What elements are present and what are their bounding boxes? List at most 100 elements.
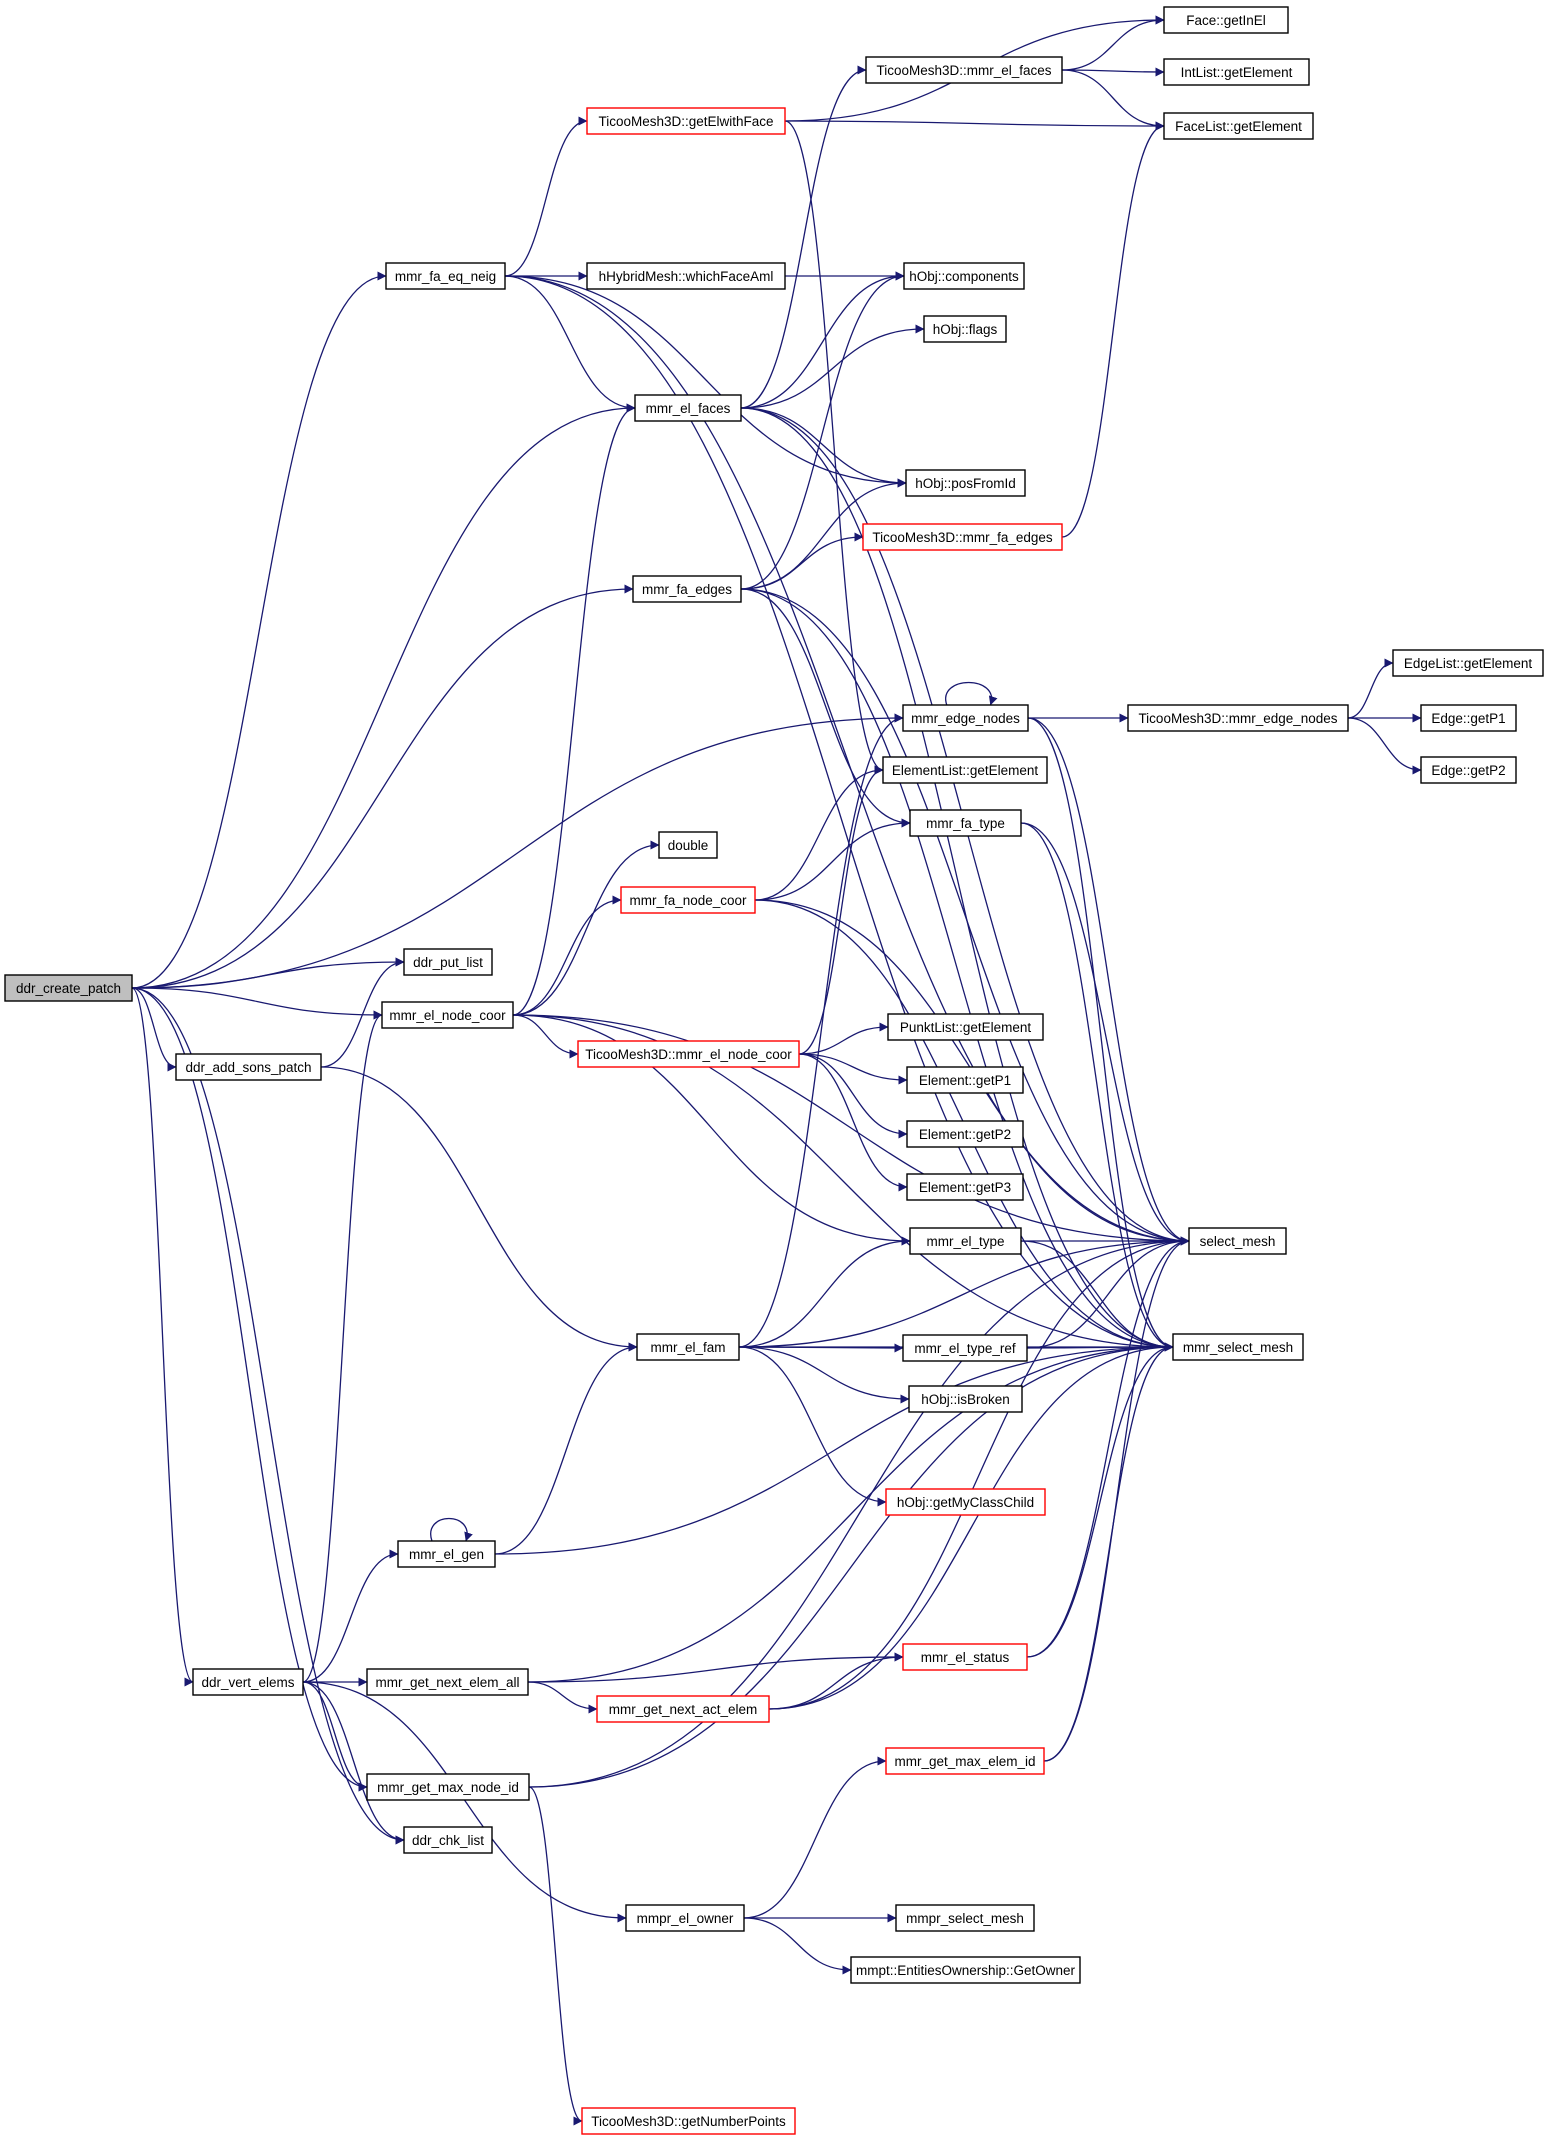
edges-layer [131,15,1422,2126]
node-ddr_add_sons_patch[interactable]: ddr_add_sons_patch [175,1053,322,1081]
edge-ddr_create_patch-to-ddr_add_sons_patch [131,987,177,1072]
node-label: mmr_select_mesh [1183,1340,1293,1355]
node-hObj_flags[interactable]: hObj::flags [923,315,1007,343]
node-box [1163,6,1289,34]
edge-ddr_create_patch-to-ddr_chk_list [131,987,405,1845]
edge-mmr_el_faces-to-hObj_components [740,271,905,409]
node-mmr_el_status[interactable]: mmr_el_status [902,1643,1028,1671]
node-label: mmr_el_fam [650,1340,725,1355]
node-hObj_posFromId[interactable]: hObj::posFromId [905,469,1026,497]
node-mmr_fa_node_coor[interactable]: mmr_fa_node_coor [620,886,756,914]
edge-ticoo_mmr_el_node_coor-to-Element_getP1 [798,1053,908,1085]
node-mmr_get_next_elem_all[interactable]: mmr_get_next_elem_all [366,1668,529,1696]
node-mmr_select_mesh[interactable]: mmr_select_mesh [1172,1333,1304,1361]
node-ticoo_getNumberPoints[interactable]: TicooMesh3D::getNumberPoints [581,2107,796,2135]
node-box [1127,704,1349,732]
node-Element_getP1[interactable]: Element::getP1 [906,1066,1024,1094]
edge-mmr_el_faces-to-hObj_posFromId [740,407,907,488]
node-mmpr_el_owner[interactable]: mmpr_el_owner [625,1904,745,1932]
edge-mmr_fa_type-to-select_mesh [1020,822,1190,1246]
node-label: mmr_get_next_act_elem [609,1702,758,1717]
node-ddr_put_list[interactable]: ddr_put_list [403,948,493,976]
node-Element_getP3[interactable]: Element::getP3 [906,1173,1024,1201]
node-ticoo_mmr_edge_nodes[interactable]: TicooMesh3D::mmr_edge_nodes [1127,704,1349,732]
node-label: hObj::flags [933,322,998,337]
node-label: ddr_create_patch [16,981,121,996]
node-mmr_el_type_ref[interactable]: mmr_el_type_ref [902,1334,1028,1362]
node-double[interactable]: double [658,831,718,859]
edge-mmr_fa_node_coor-to-ElementList_getElement [754,765,884,901]
node-label: mmpr_select_mesh [906,1911,1024,1926]
node-hHybridMesh_whichFaceAml[interactable]: hHybridMesh::whichFaceAml [586,262,786,290]
node-box [581,2107,796,2135]
node-Edge_getP2[interactable]: Edge::getP2 [1420,756,1517,784]
node-IntList_getElement[interactable]: IntList::getElement [1163,58,1310,86]
node-box [1163,112,1314,140]
node-box [885,1488,1046,1516]
edge-ddr_create_patch-to-mmr_get_max_node_id [131,987,368,1792]
node-box [577,1040,800,1068]
node-mmr_fa_eq_neig[interactable]: mmr_fa_eq_neig [385,262,506,290]
node-hObj_isBroken[interactable]: hObj::isBroken [908,1385,1023,1413]
node-box [192,1668,304,1696]
node-mmr_get_next_act_elem[interactable]: mmr_get_next_act_elem [596,1695,770,1723]
edge-mmr_get_next_act_elem-to-mmr_el_status [768,1652,904,1710]
node-ddr_vert_elems[interactable]: ddr_vert_elems [192,1668,304,1696]
node-label: mmr_fa_edges [642,582,732,597]
node-mmr_fa_edges[interactable]: mmr_fa_edges [632,575,742,603]
node-box [596,1695,770,1723]
node-mmr_el_node_coor[interactable]: mmr_el_node_coor [381,1001,514,1029]
node-label: hObj::posFromId [915,476,1016,491]
node-label: mmr_el_faces [646,401,731,416]
node-box [403,948,493,976]
node-mmr_fa_type[interactable]: mmr_fa_type [909,809,1022,837]
node-select_mesh[interactable]: select_mesh [1188,1227,1287,1255]
node-mmr_el_gen[interactable]: mmr_el_gen [397,1540,496,1568]
node-mmr_el_faces[interactable]: mmr_el_faces [634,394,742,422]
edge-ddr_create_patch-to-mmr_edge_nodes [131,713,904,989]
node-Face_getInEl[interactable]: Face::getInEl [1163,6,1289,34]
node-mmr_get_max_elem_id[interactable]: mmr_get_max_elem_id [885,1747,1045,1775]
edge-mmr_get_max_elem_id-to-mmr_select_mesh [1043,1342,1174,1762]
node-box [908,1385,1023,1413]
node-box [862,523,1063,551]
node-ddr_chk_list[interactable]: ddr_chk_list [403,1826,493,1854]
node-mmr_edge_nodes[interactable]: mmr_edge_nodes [902,704,1029,732]
node-mmpt_GetOwner[interactable]: mmpt::EntitiesOwnership::GetOwner [850,1956,1081,1984]
edge-mmr_el_status-to-mmr_select_mesh [1026,1342,1174,1658]
node-EdgeList_getElement[interactable]: EdgeList::getElement [1392,649,1544,677]
node-ticoo_mmr_el_node_coor[interactable]: TicooMesh3D::mmr_el_node_coor [577,1040,800,1068]
node-FaceList_getElement[interactable]: FaceList::getElement [1163,112,1314,140]
node-mmr_el_type[interactable]: mmr_el_type [909,1227,1022,1255]
node-PunktList_getElement[interactable]: PunktList::getElement [887,1013,1044,1041]
edge-ddr_vert_elems-to-mmr_get_max_node_id [302,1681,368,1792]
node-Edge_getP1[interactable]: Edge::getP1 [1420,704,1517,732]
edge-ddr_create_patch-to-mmr_fa_eq_neig [131,271,387,989]
node-box [625,1904,745,1932]
node-ticoo_mmr_fa_edges[interactable]: TicooMesh3D::mmr_fa_edges [862,523,1063,551]
edge-mmr_el_status-to-select_mesh [1026,1236,1190,1658]
node-label: double [668,838,709,853]
node-label: Edge::getP1 [1431,711,1505,726]
node-box [620,886,756,914]
edge-mmr_el_node_coor-to-mmr_select_mesh [512,1014,1174,1352]
node-ddr_create_patch[interactable]: ddr_create_patch [4,974,133,1002]
node-box [906,1120,1024,1148]
node-label: Face::getInEl [1186,13,1266,28]
node-hObj_getMyClassChild[interactable]: hObj::getMyClassChild [885,1488,1046,1516]
node-mmpr_select_mesh[interactable]: mmpr_select_mesh [895,1904,1035,1932]
node-ticoo_mmr_el_faces[interactable]: TicooMesh3D::mmr_el_faces [865,56,1063,84]
node-hObj_components[interactable]: hObj::components [903,262,1025,290]
node-box [906,1173,1024,1201]
node-box [1420,704,1517,732]
node-ticoo_getElwithFace[interactable]: TicooMesh3D::getElwithFace [586,107,786,135]
node-box [902,1334,1028,1362]
node-box [175,1053,322,1081]
node-ElementList_getElement[interactable]: ElementList::getElement [882,756,1048,784]
node-label: mmr_fa_node_coor [629,893,747,908]
node-box [895,1904,1035,1932]
node-label: IntList::getElement [1181,65,1293,80]
node-mmr_el_fam[interactable]: mmr_el_fam [636,1333,740,1361]
node-mmr_get_max_node_id[interactable]: mmr_get_max_node_id [366,1773,530,1801]
node-Element_getP2[interactable]: Element::getP2 [906,1120,1024,1148]
